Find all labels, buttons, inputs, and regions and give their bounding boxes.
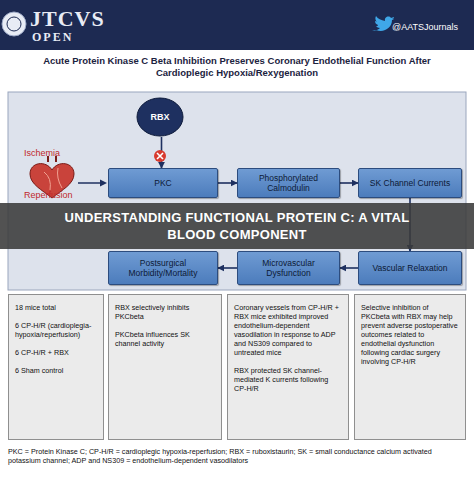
circle-shape [137,98,183,136]
panel-text: 6 CP-H/R (cardioplegia-hypoxia/reperfusi… [15,321,97,339]
node-text: SK Channel Currents [370,178,450,188]
twitter-bird [372,16,394,31]
node-text: RBX [150,112,169,122]
reperfusion-label: Reperfusion [24,190,94,200]
diagram-panel [8,92,466,290]
node-text: PKC [154,178,171,188]
node-text: UNDERSTANDING FUNCTIONAL PROTEIN C: A VI… [60,209,414,243]
inhibition-x-disc [154,150,166,162]
footer-band [0,441,474,482]
process-box: PKC [108,168,218,198]
panel-text: RBX selectively inhibits PKCbeta [115,303,215,321]
inhibitor-circle: RBX [136,97,184,137]
result-panel: Coronary vessels from CP-H/R + RBX mice … [227,294,349,440]
journal-logo: OPEN [32,30,112,45]
panel-text: 6 CP-H/R + RBX [15,348,97,357]
social-handle: @AATSJournals [392,22,472,32]
panel-text: 18 mice total [15,303,97,312]
node-text: Phosphorylated Calmodulin [242,173,335,193]
result-panel: RBX selectively inhibits PKCbetaPKCbeta … [108,294,222,440]
overlay-banner: UNDERSTANDING FUNCTIONAL PROTEIN C: A VI… [0,203,474,249]
node-text: Vascular Relaxation [373,263,448,273]
panel-text: RBX protected SK channel-mediated K curr… [234,366,342,393]
process-box: SK Channel Currents [358,168,462,198]
inhibition-x [157,153,163,159]
panel-text: Selective inhibition of PKCbeta with RBX… [361,303,459,366]
panel-text: 6 Sham control [15,366,97,375]
abbreviation-note: PKC = Protein Kinase C; CP-H/R = cardiop… [8,447,466,465]
header-band [0,0,474,50]
journal-logo: JTCVS [30,6,150,32]
process-box: Postsurgical Morbidity/Mortality [108,251,218,285]
node-text: Microvascular Dysfunction [242,258,335,278]
process-box: Phosphorylated Calmodulin [237,168,340,198]
flow-arrow [218,182,237,184]
flow-arrow [340,267,358,269]
process-box: Vascular Relaxation [358,251,462,285]
method-panel: 18 mice total 6 CP-H/R (cardioplegia-hypo… [8,294,104,440]
journal-emblem [2,12,26,36]
flow-arrow [340,182,358,184]
figure-title: Acute Protein Kinase C Beta Inhibition P… [18,55,456,79]
conclusion-panel: Selective inhibition of PKCbeta with RBX… [354,294,466,440]
flow-arrow [161,137,163,168]
ischemia-label: Ischemia [24,148,84,158]
journal-emblem-ring [7,17,21,31]
node-text: Postsurgical Morbidity/Mortality [113,258,213,278]
flow-arrow [218,267,237,269]
process-box: Microvascular Dysfunction [237,251,340,285]
panel-text: Coronary vessels from CP-H/R + RBX mice … [234,303,342,357]
ischemia-arrow-head [100,180,107,187]
panel-text: PKCbeta influences SK channel activity [115,330,215,348]
